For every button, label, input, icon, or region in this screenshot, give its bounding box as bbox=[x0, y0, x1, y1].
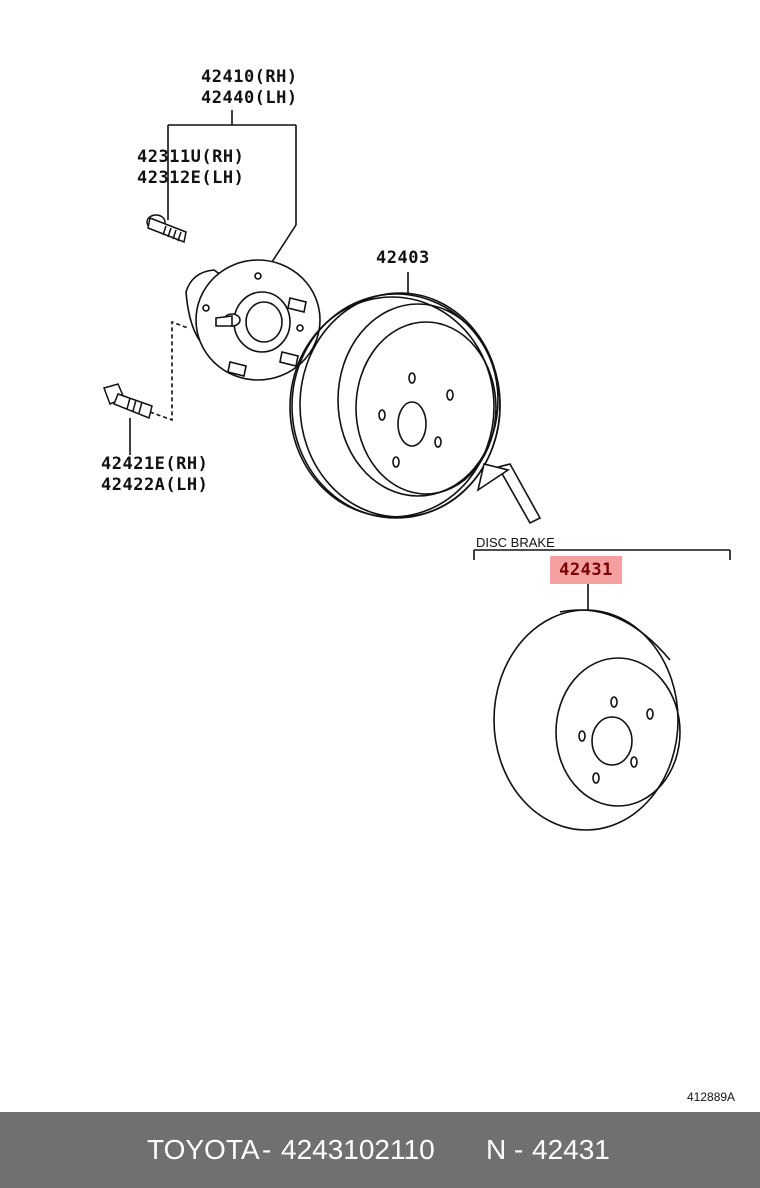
hub-bearing-icon bbox=[185, 259, 321, 381]
label-stud-rh: 42311U(RH) bbox=[137, 147, 245, 167]
label-disc-brake: DISC BRAKE bbox=[476, 535, 555, 550]
hub-stud-icon bbox=[146, 214, 187, 244]
label-hub-rh: 42410(RH) bbox=[201, 67, 298, 87]
footer-dash-1: - bbox=[262, 1134, 272, 1165]
label-hub-lh: 42440(LH) bbox=[201, 88, 298, 108]
label-stud-lh: 42312E(LH) bbox=[137, 168, 245, 188]
label-bolt-rh: 42421E(RH) bbox=[101, 454, 209, 474]
footer-part-number: 4243102110 bbox=[281, 1134, 435, 1165]
leader-hub-diag bbox=[269, 224, 297, 266]
brake-drum-icon bbox=[289, 292, 542, 525]
footer-brand: TOYOTA bbox=[147, 1134, 260, 1165]
brake-disc-icon bbox=[493, 609, 681, 831]
dashed-leader-bolt bbox=[149, 320, 189, 422]
label-drum: 42403 bbox=[376, 248, 430, 268]
hub-bolt-icon bbox=[103, 383, 153, 420]
figure-code: 412889A bbox=[687, 1090, 736, 1104]
footer-bar: TOYOTA - 4243102110 N - 42431 bbox=[0, 1112, 760, 1188]
footer-dash-2: - bbox=[514, 1134, 524, 1165]
footer-ref-number: 42431 bbox=[532, 1134, 610, 1165]
label-bolt-lh: 42422A(LH) bbox=[101, 475, 209, 495]
footer-n-prefix: N bbox=[486, 1134, 507, 1165]
label-rotor-highlighted: 42431 bbox=[550, 556, 622, 584]
